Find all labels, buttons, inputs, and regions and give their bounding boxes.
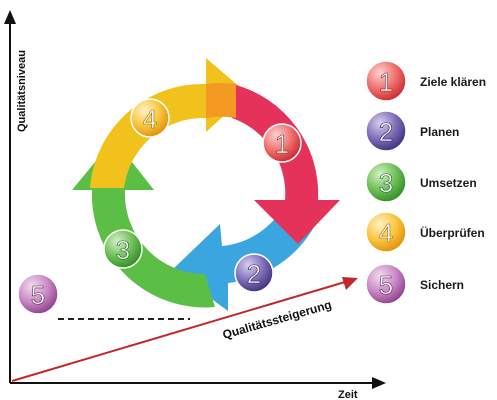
legend-badge-2-number: 2	[379, 117, 393, 147]
legend-badge-1-number: 1	[379, 67, 393, 97]
legend-badge-2: 2	[365, 110, 407, 152]
legend-label-1: Ziele klären	[420, 75, 486, 89]
quality-trend-arrowhead	[342, 277, 358, 290]
legend-badge-3: 3	[365, 161, 407, 203]
trend-label: Qualitätssteigerung	[221, 297, 333, 342]
y-axis-label: Qualitätsniveau	[16, 50, 28, 132]
badge-4-number: 4	[143, 104, 157, 134]
legend-badge-1: 1	[365, 60, 407, 102]
badge-2-number: 2	[247, 259, 261, 289]
x-axis-arrowhead	[372, 377, 386, 389]
legend-badge-3-number: 3	[379, 168, 393, 198]
y-axis-arrowhead	[4, 10, 16, 24]
badge-3-number: 3	[116, 235, 130, 265]
x-axis-label: Zeit	[338, 389, 358, 400]
legend-badge-5: 5	[365, 263, 407, 305]
quality-trend-line	[11, 281, 346, 382]
legend-label-4: Überprüfen	[420, 225, 485, 240]
cycle-accent-orange	[206, 83, 236, 118]
badge-4: 4	[130, 98, 170, 138]
legend-label-3: Umsetzen	[420, 176, 477, 190]
badge-1-number: 1	[275, 129, 289, 159]
legend-label-5: Sichern	[420, 278, 464, 292]
cycle-arrow-umsetzen	[72, 139, 215, 308]
badge-3: 3	[103, 229, 143, 269]
badge-5-side-number: 5	[31, 280, 45, 310]
legend-badge-4-number: 4	[379, 218, 393, 248]
badge-5-side: 5	[17, 273, 59, 315]
legend-badge-4: 4	[365, 211, 407, 253]
legend-label-2: Planen	[420, 125, 459, 139]
cycle-arrow-ziele	[232, 84, 340, 244]
badge-2: 2	[234, 253, 274, 293]
legend-badge-5-number: 5	[379, 270, 393, 300]
badge-1: 1	[262, 123, 302, 163]
